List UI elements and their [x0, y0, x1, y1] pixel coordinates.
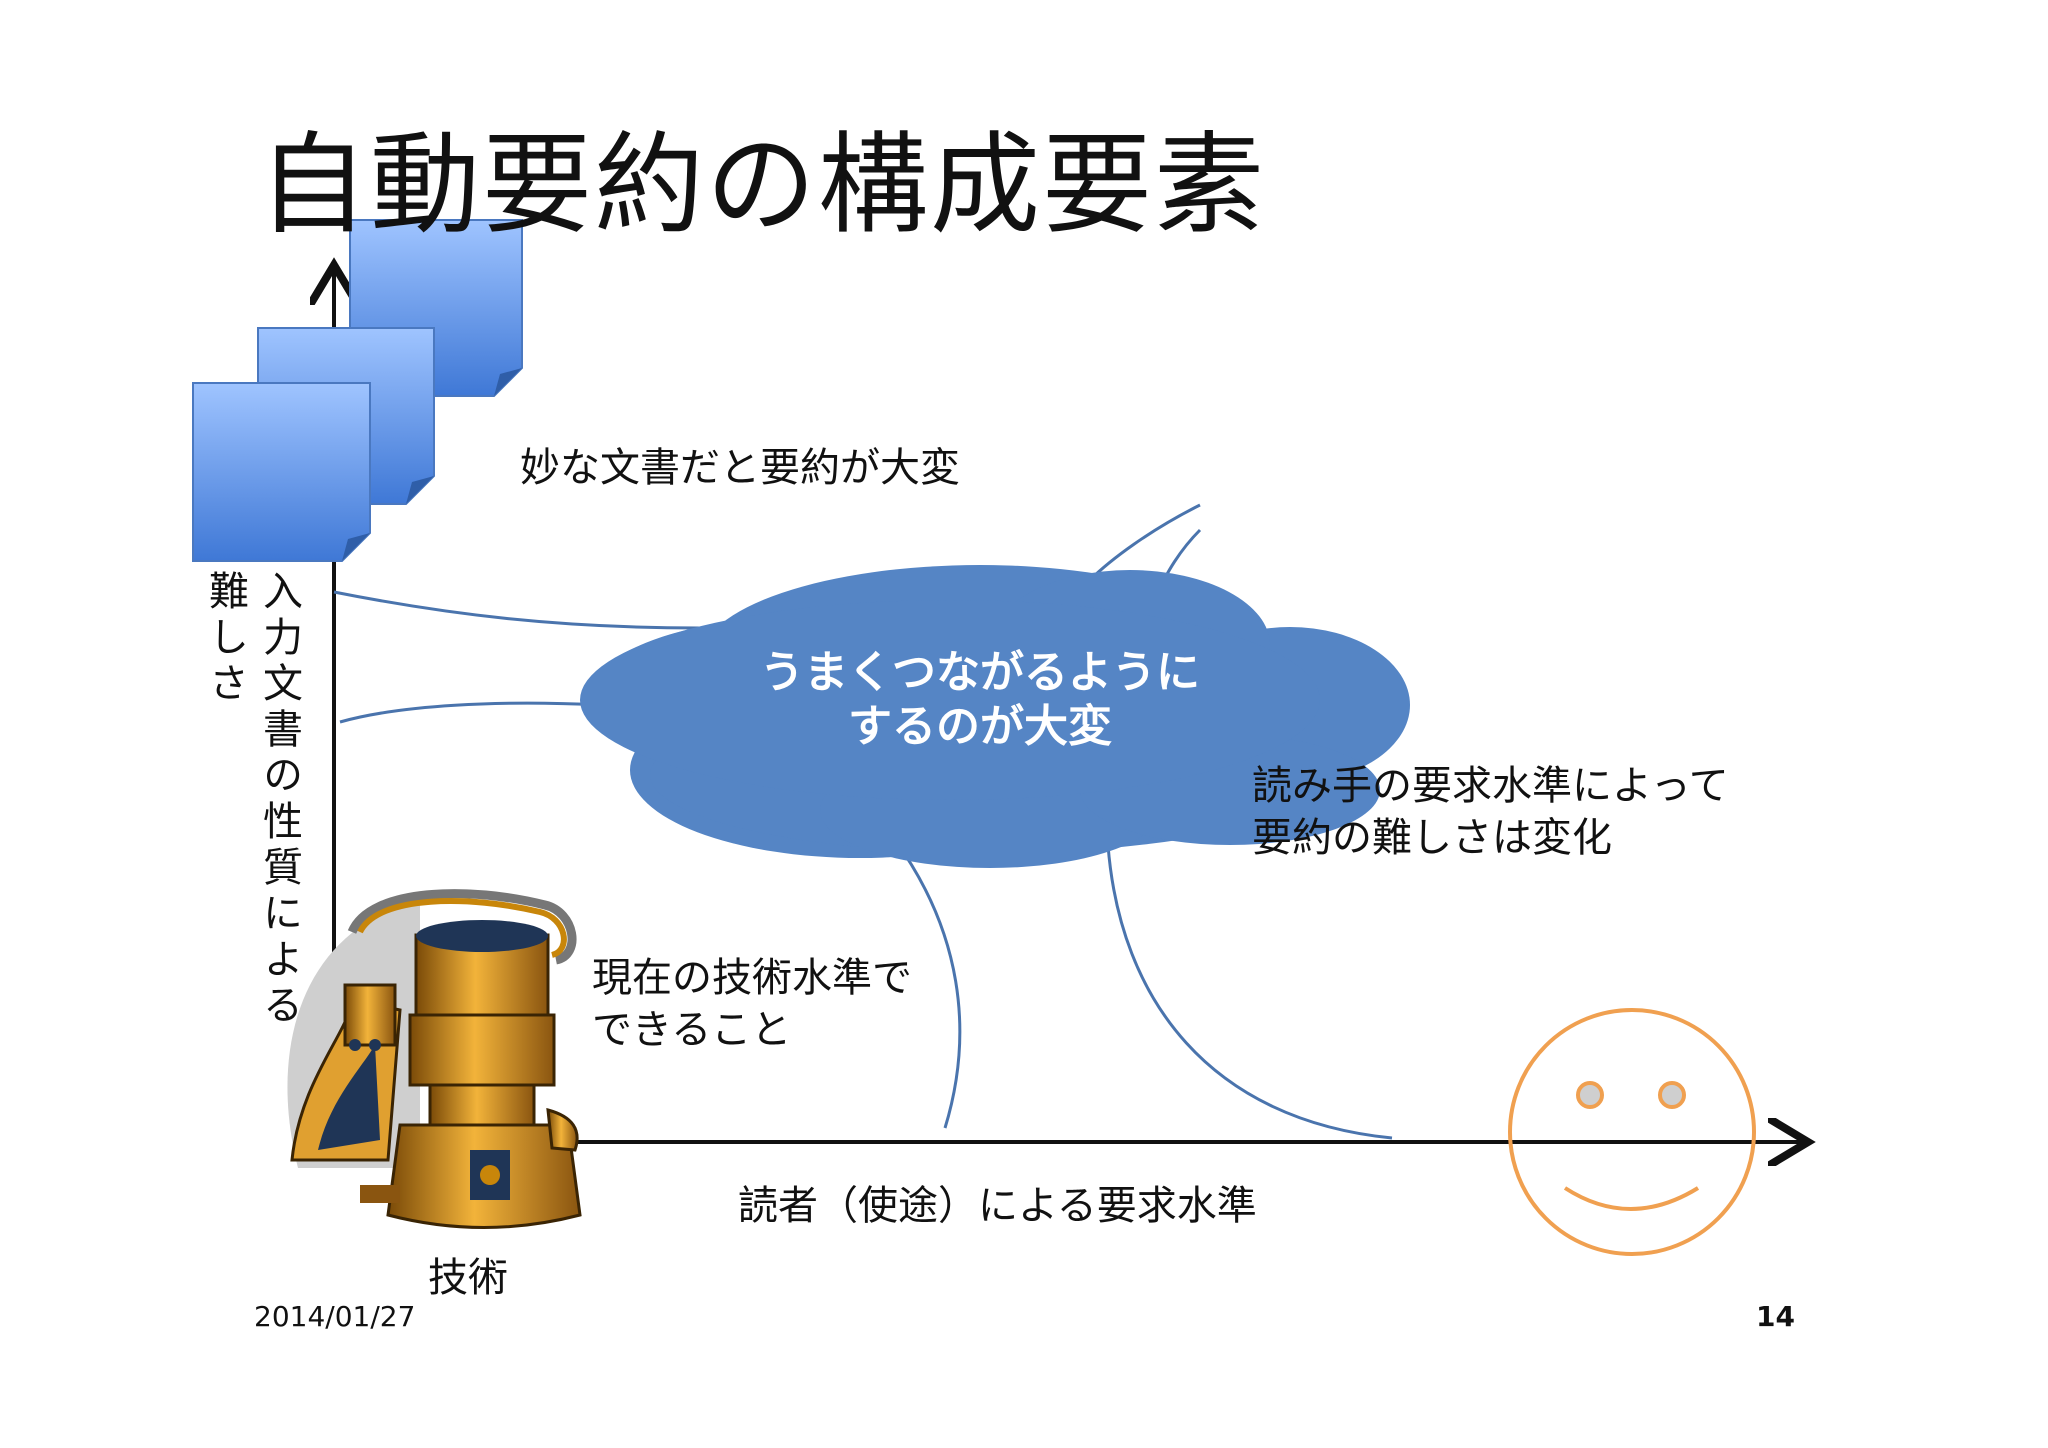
reader-label-line1: 読み手の要求水準によって: [1252, 763, 1729, 809]
curve-reader-boundary: [1106, 844, 1393, 1140]
curve-upper-left: [333, 590, 701, 630]
y-axis-label-line2: 難しさ: [202, 570, 248, 708]
x-axis-label: 読者（使途）による要求水準: [738, 1183, 1257, 1229]
page-number: 14: [1756, 1300, 1795, 1333]
curve-top-right-a: [1088, 503, 1201, 582]
power-tool-illustration: [287, 889, 582, 1229]
cloud-label-line1: うまくつながるように: [760, 647, 1200, 698]
cloud-label-line2: するのが大変: [848, 701, 1112, 752]
documents-label: 妙な文書だと要約が大変: [520, 445, 960, 491]
tech-label: 技術: [428, 1255, 508, 1301]
y-axis-label-line1: 入力文書の性質による: [256, 570, 302, 1030]
cloud-label: うまくつながるように するのが大変: [680, 646, 1280, 754]
satisfied-reader-smiley-icon: [1508, 1008, 1756, 1256]
slide-title: 自動要約の構成要素: [258, 121, 1266, 249]
tech-capability-label-line1: 現在の技術水準で: [592, 955, 912, 1001]
curve-left: [339, 701, 601, 724]
document-stack-icon: [192, 219, 523, 562]
curve-tech-boundary: [893, 839, 962, 1129]
reader-label-line2: 要約の難しさは変化: [1252, 815, 1612, 861]
difficulty-cloud-shape: [580, 565, 1410, 868]
slide-date: 2014/01/27: [254, 1300, 416, 1333]
tech-capability-label-line2: できること: [592, 1007, 792, 1053]
